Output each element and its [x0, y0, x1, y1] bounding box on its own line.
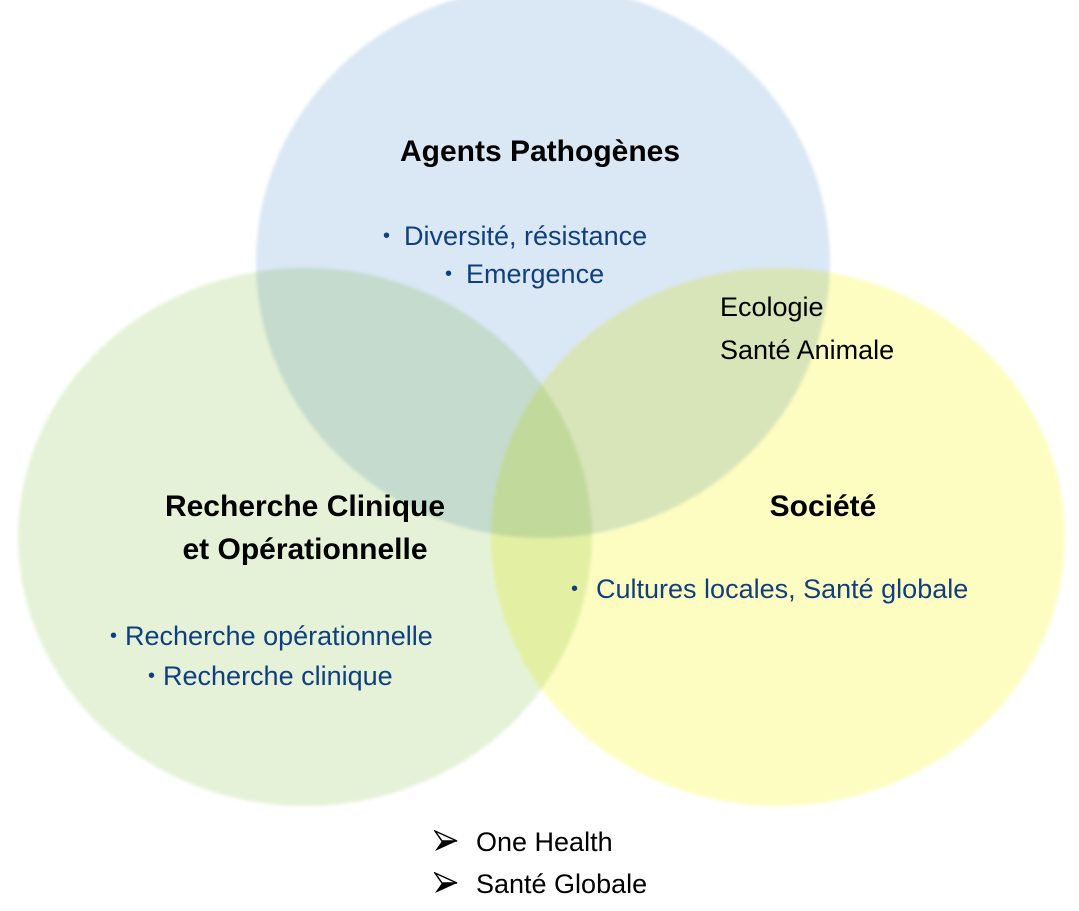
overlap-label-ecologie: Ecologie [720, 292, 824, 322]
circle-societe [491, 268, 1065, 806]
bullet-item: • Recherche clinique [148, 656, 393, 696]
title-agents-pathogenes: Agents Pathogènes [399, 135, 681, 168]
bullet-item: • Emergence [445, 254, 604, 294]
bullet-item: • Diversité, résistance [383, 216, 647, 256]
title-societe: Société [769, 490, 877, 523]
bullet-item: • Cultures locales, Santé globale [571, 569, 968, 609]
bullet-text: Emergence [466, 259, 605, 289]
footer-text: Santé Globale [476, 869, 648, 899]
title-line: Recherche Clinique [164, 490, 446, 523]
overlap-label-sante-animale: Santé Animale [720, 335, 895, 365]
bullet-text: Diversité, résistance [404, 221, 648, 251]
bullet-icon: • [571, 578, 579, 600]
arrowhead-bullet-icon [432, 829, 458, 851]
bullet-text: Recherche opérationnelle [125, 621, 433, 651]
arrowhead-bullet-icon [432, 871, 458, 893]
footer-text: One Health [476, 827, 613, 857]
bullet-icon: • [383, 225, 391, 247]
title-recherche-clinique: Recherche Clinique et Opérationnelle [105, 485, 505, 571]
bullet-icon: • [445, 263, 453, 285]
bullet-icon: • [148, 665, 156, 687]
title-line: et Opérationnelle [182, 533, 428, 566]
bullet-text: Recherche clinique [163, 661, 393, 691]
bullet-text: Cultures locales, Santé globale [596, 574, 969, 604]
bullet-item: • Recherche opérationnelle [110, 616, 433, 656]
footer-item-sante-globale: Santé Globale [432, 863, 648, 905]
footer-item-one-health: One Health [432, 821, 613, 863]
bullet-icon: • [110, 625, 118, 647]
